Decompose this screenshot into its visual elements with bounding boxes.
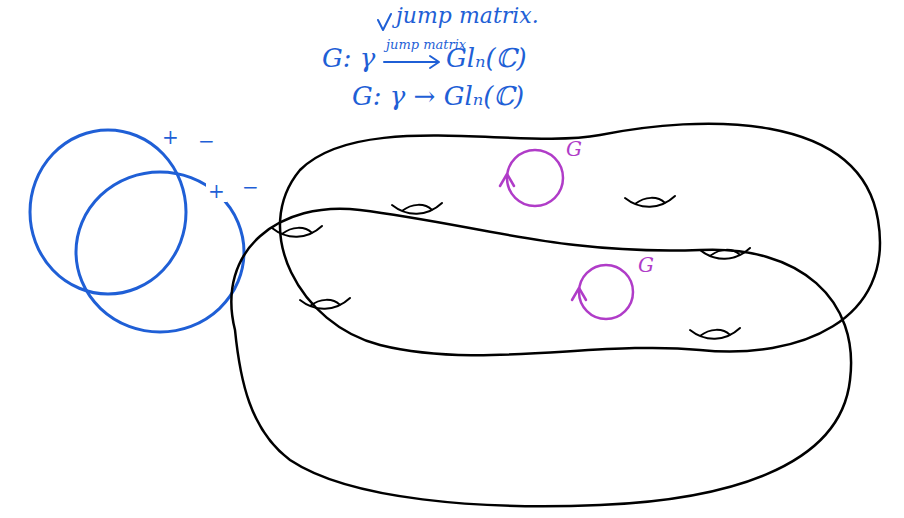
sign-mark: + [160,126,181,148]
sign-mark: − [196,130,217,152]
surface-holes [272,196,750,339]
sign-mark: − [240,176,261,198]
map-target: Glₙ(ℂ) [446,44,527,73]
map-formula: G: γ → Glₙ(ℂ) [352,82,524,111]
map-domain: G: γ [322,44,375,73]
jump-label: G [638,254,654,276]
check-mark [378,14,391,30]
surface-outline [280,124,880,356]
map-arrow [384,56,439,68]
surface-outline [231,209,851,506]
contour-circle [76,172,244,332]
sign-mark: + [206,180,227,202]
jump-label: G [566,138,582,160]
contour-circle [30,130,186,294]
note-text: jump matrix. [396,4,539,28]
loop-contour [500,150,633,319]
